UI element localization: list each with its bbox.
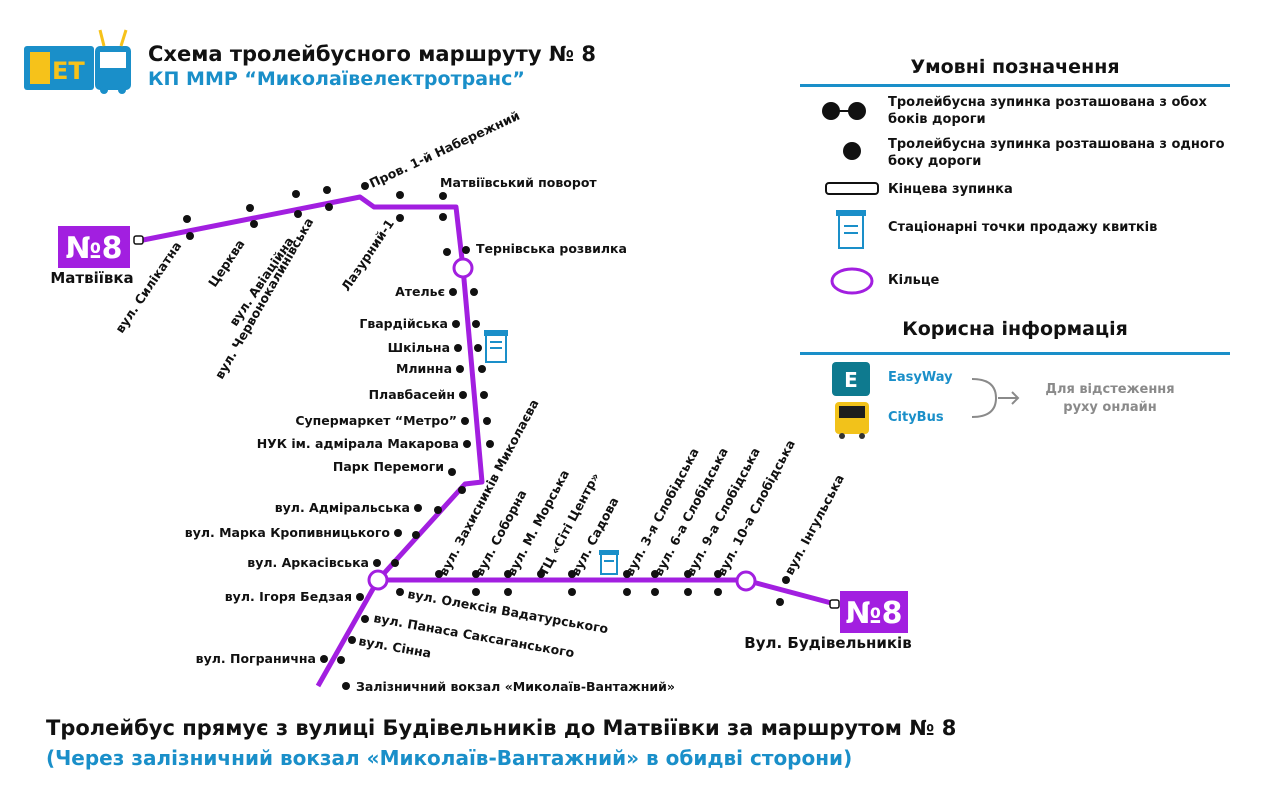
legend-icon-kiosk	[836, 210, 866, 249]
ticket-kiosk-icon	[599, 550, 619, 575]
terminus-marker-right	[829, 599, 840, 609]
stop-label: вул. Марка Кропивницького	[185, 525, 391, 540]
info-title: Корисна інформація	[902, 318, 1128, 340]
stop-label: Супермаркет “Метро”	[295, 413, 457, 428]
ring-marker	[367, 569, 389, 591]
stop-label: Тернівська розвилка	[476, 241, 627, 256]
stop-label: Ательє	[395, 284, 445, 299]
easyway-link[interactable]: EasyWay	[888, 370, 953, 385]
legend-icon-both-sides	[822, 102, 866, 120]
legend-icon-one-side	[843, 142, 861, 160]
citybus-icon[interactable]	[835, 402, 869, 439]
stop-label: Гвардійська	[359, 316, 448, 331]
stop-label: Лазурний-1	[338, 216, 397, 293]
stop-label: НУК ім. адмірала Макарова	[257, 436, 459, 451]
stop-label: Плавбасейн	[369, 387, 455, 402]
stop-label: вул. Аркасівська	[247, 555, 369, 570]
page-subtitle: КП ММР “Миколаївелектротранс”	[148, 68, 525, 90]
route-badge-right: №8	[840, 591, 908, 633]
route-description-note: (Через залізничний вокзал «Миколаїв-Вант…	[46, 746, 853, 770]
legend-item: Кільце	[888, 273, 940, 288]
easyway-icon[interactable]: E	[832, 362, 870, 396]
legend-icon-terminus	[825, 182, 879, 195]
legend-item: Тролейбусна зупинка розташована з одного…	[888, 137, 1225, 169]
ticket-kiosk-icon	[484, 330, 508, 363]
route-badge-left: №8	[58, 226, 130, 268]
svg-text:E: E	[844, 368, 858, 392]
stop-label: Матвіївський поворот	[440, 175, 597, 190]
stop-label: Залізничний вокзал «Миколаїв-Вантажний»	[356, 679, 675, 694]
stop-label: вул. Ігоря Бедзая	[225, 589, 352, 604]
route-description: Тролейбус прямує з вулиці Будівельників …	[46, 716, 957, 740]
stop-label: вул. Адміральська	[275, 500, 410, 515]
stop-label: вул. Інгульська	[781, 472, 847, 578]
terminus-label: Матвіївка	[50, 269, 133, 287]
legend-icon-ring	[830, 267, 874, 295]
legend-item: Стаціонарні точки продажу квитків	[888, 220, 1158, 235]
legend-item: Кінцева зупинка	[888, 182, 1013, 197]
info-divider	[800, 352, 1230, 355]
bracket-icon	[971, 378, 998, 418]
svg-text:ЕТ: ЕТ	[52, 57, 85, 85]
stop-dots	[183, 182, 790, 690]
ring-marker	[452, 257, 474, 279]
stop-label: вул. Погранична	[196, 651, 316, 666]
ring-marker	[735, 570, 757, 592]
met-logo: ЕТ	[24, 29, 131, 94]
legend-title: Умовні позначення	[910, 56, 1120, 78]
legend-item: Тролейбусна зупинка розташована з обох б…	[888, 95, 1207, 127]
tracking-note: Для відстеження руху онлайн	[1045, 382, 1175, 415]
page-title: Схема тролейбусного маршруту № 8	[148, 42, 597, 66]
stop-label: Парк Перемоги	[333, 459, 444, 474]
badge-text: №8	[66, 231, 123, 266]
stop-label: Церква	[205, 237, 248, 290]
badge-text: №8	[846, 596, 903, 631]
stop-label: Шкільна	[388, 340, 450, 355]
citybus-link[interactable]: CityBus	[888, 410, 944, 425]
arrow-right-icon	[998, 391, 1020, 405]
terminus-label: Вул. Будівельників	[744, 634, 911, 652]
stop-label: вул. Червонокалинівська	[212, 215, 317, 381]
legend-divider	[800, 84, 1230, 87]
stop-label: вул. Сінна	[357, 633, 432, 661]
stop-label: Млинна	[396, 361, 452, 376]
terminus-marker-left	[133, 235, 144, 245]
